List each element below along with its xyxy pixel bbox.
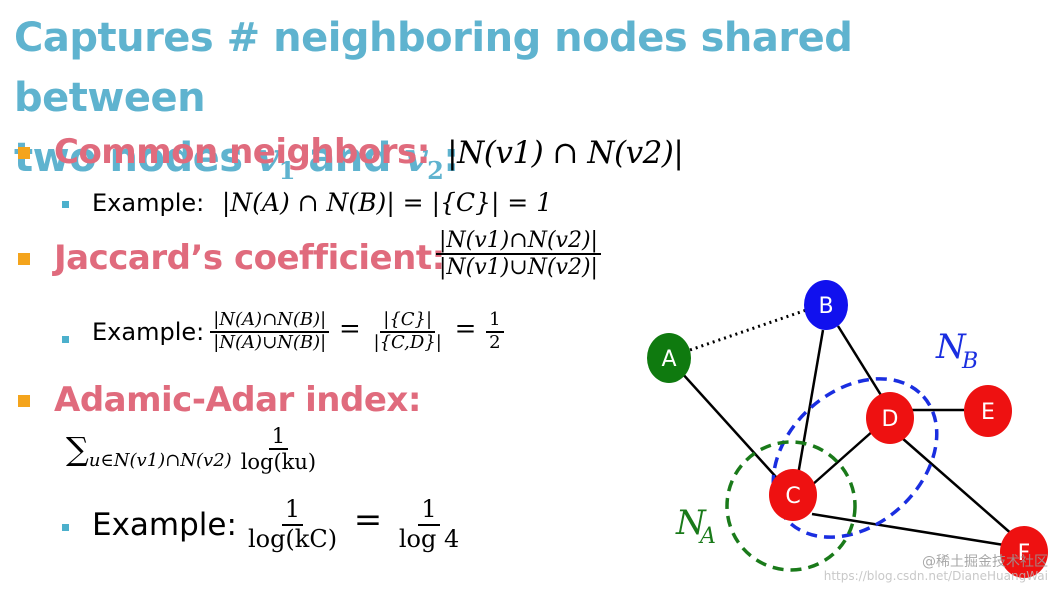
adamic-ex-num-2: 1 [418, 495, 440, 526]
sub-bullet-jaccard [62, 336, 69, 343]
title-v2-var: v [404, 134, 428, 181]
jaccard-numerator: |N(v1)∩N(v2)| [436, 228, 601, 256]
title-and: and [294, 135, 405, 181]
jaccard-ex-num-3: 1 [486, 309, 504, 333]
label-na: N [675, 503, 707, 543]
jaccard-heading: Jaccard’s coefficient: [54, 238, 445, 278]
jaccard-example-label: Example: [92, 317, 205, 346]
adamic-sum-symbol: ∑ [66, 430, 89, 469]
edge-c-d [811, 429, 875, 486]
edge-a-c [680, 371, 787, 489]
node-a [647, 333, 691, 383]
adamic-example-label: Example: [92, 506, 237, 543]
sub-bullet-adamic [62, 524, 69, 531]
jaccard-heading-text: Jaccard’s coefficient: [54, 238, 445, 278]
adamic-formula: ∑ u∈N(v1)∩N(v2) 1 log(ku) [66, 424, 319, 474]
label-na-sub: A [698, 524, 716, 549]
title-line-1: Captures # neighboring nodes shared betw… [14, 15, 853, 121]
adamic-denominator: log(ku) [240, 450, 317, 475]
node-c [769, 469, 817, 521]
jaccard-example: Example: |N(A)∩N(B)||N(A)∪N(B)| = |{C}||… [92, 309, 504, 353]
common-example-label: Example: [92, 189, 205, 217]
jaccard-ex-eq-2: = [454, 313, 477, 344]
jaccard-ex-frac-2: |{C}||{C,D}| [371, 309, 445, 353]
title-colon: : [443, 135, 459, 181]
adamic-fraction: 1 log(ku) [238, 424, 319, 474]
label-nb: N [935, 327, 967, 367]
jaccard-ex-den-3: 2 [489, 331, 501, 353]
slide-title: Captures # neighboring nodes shared betw… [14, 8, 1044, 201]
adamic-ex-den-2: log 4 [398, 524, 460, 553]
node-d [866, 392, 914, 444]
common-heading: Common neighbors: |N(v1) ∩ N(v2)| [54, 132, 684, 172]
adamic-ex-den-1: log(kC) [247, 524, 338, 553]
title-v1-sub: 1 [278, 156, 296, 185]
adamic-heading: Adamic-Adar index: [54, 380, 421, 420]
jaccard-fraction: |N(v1)∩N(v2)| |N(v1)∪N(v2)| [436, 228, 601, 281]
node-f [1000, 526, 1048, 578]
neighborhood-a-outline [725, 440, 857, 572]
node-c-label: C [785, 484, 800, 509]
label-nb-sub: B [961, 349, 978, 374]
adamic-sum-subscript: u∈N(v1)∩N(v2) [88, 449, 232, 471]
sub-bullet-common [62, 201, 69, 208]
title-line-2: two nodes v1 and v2: [14, 128, 1044, 201]
jaccard-ex-num-1: |N(A)∩N(B)| [210, 309, 330, 333]
title-v1-var: v [255, 134, 279, 181]
node-b [804, 280, 848, 330]
bullet-common [18, 147, 30, 159]
edge-b-d [836, 325, 886, 401]
title-v1: v1 [255, 134, 295, 185]
jaccard-ex-eq-1: = [338, 313, 361, 344]
title-v2: v2 [404, 134, 443, 185]
edge-c-f [811, 512, 1005, 547]
common-formula: |N(v1) ∩ N(v2)| [447, 135, 684, 171]
title-text: two nodes [14, 135, 256, 181]
edge-a-b-predicted [689, 304, 819, 352]
adamic-numerator: 1 [268, 424, 289, 451]
adamic-ex-num-1: 1 [281, 495, 304, 526]
neighborhood-b-outline [771, 377, 939, 539]
jaccard-ex-num-2: |{C}| [380, 309, 436, 333]
edge-b-c [796, 329, 825, 476]
jaccard-ex-frac-1: |N(A)∩N(B)||N(A)∪N(B)| [210, 309, 330, 353]
node-e-label: E [981, 400, 995, 425]
adamic-ex-eq: = [353, 500, 383, 541]
node-b-label: B [818, 294, 833, 319]
watermark-url: https://blog.csdn.net/DianeHuangWai [824, 569, 1048, 583]
jaccard-denominator: |N(v1)∪N(v2)| [439, 255, 598, 281]
bullet-adamic [18, 395, 30, 407]
node-f-label: F [1018, 541, 1031, 566]
node-e [964, 385, 1012, 437]
bullet-jaccard [18, 253, 30, 265]
common-example-formula: |N(A) ∩ N(B)| = |{C}| = 1 [221, 188, 553, 217]
jaccard-formula: |N(v1)∩N(v2)| |N(v1)∪N(v2)| [436, 228, 601, 281]
jaccard-ex-den-2: |{C,D}| [373, 331, 442, 353]
adamic-heading-text: Adamic-Adar index: [54, 380, 421, 420]
common-heading-text: Common neighbors: [54, 132, 430, 172]
title-v2-sub: 2 [427, 156, 444, 185]
edge-d-f [901, 437, 1015, 537]
node-a-label: A [661, 347, 676, 372]
node-d-label: D [882, 407, 899, 432]
common-example: Example: |N(A) ∩ N(B)| = |{C}| = 1 [92, 188, 552, 217]
watermark-text: @稀土掘金技术社区 [922, 554, 1048, 570]
jaccard-example-formula: |N(A)∩N(B)||N(A)∪N(B)| = |{C}||{C,D}| = … [210, 309, 504, 353]
jaccard-ex-den-1: |N(A)∪N(B)| [213, 331, 327, 353]
